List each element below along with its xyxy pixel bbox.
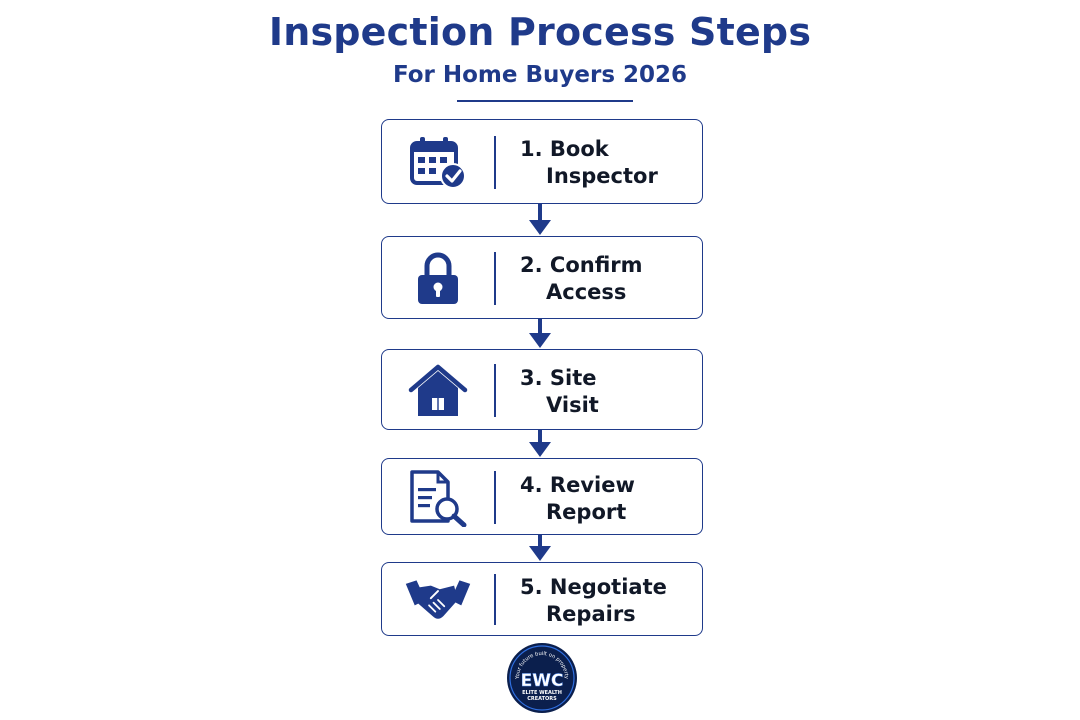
step-2-number: 2.: [520, 253, 543, 277]
subtitle-underline: [457, 100, 633, 102]
step-4-title-line2: Report: [546, 500, 627, 524]
step-5-box: 5. Negotiate Repairs: [381, 562, 703, 636]
step-divider: [494, 574, 496, 625]
step-1-label: 1. Book Inspector: [520, 136, 694, 190]
arrow-down-icon: [529, 430, 551, 457]
step-3-box: 3. Site Visit: [381, 349, 703, 430]
step-3-title-line2: Visit: [546, 393, 599, 417]
step-divider: [494, 252, 496, 305]
padlock-icon: [404, 250, 472, 307]
step-5-number: 5.: [520, 575, 543, 599]
step-4-box: 4. Review Report: [381, 458, 703, 535]
step-2-title-line2: Access: [546, 280, 627, 304]
handshake-icon: [404, 573, 472, 627]
page-subtitle: For Home Buyers 2026: [392, 62, 688, 88]
step-4-title-line1: Review: [549, 473, 635, 497]
step-3-number: 3.: [520, 366, 543, 390]
svg-text:CREATORS: CREATORS: [527, 696, 557, 702]
step-5-title-line1: Negotiate: [549, 575, 667, 599]
step-5-label: 5. Negotiate Repairs: [520, 574, 694, 628]
calendar-check-icon: [404, 134, 472, 191]
company-logo: Your future built on property EWC ELITE …: [507, 643, 577, 713]
step-divider: [494, 136, 496, 189]
page-title: Inspection Process Steps: [268, 10, 812, 54]
step-divider: [494, 364, 496, 417]
step-4-label: 4. Review Report: [520, 472, 694, 526]
step-3-label: 3. Site Visit: [520, 365, 694, 419]
document-search-icon: [404, 469, 472, 527]
step-1-number: 1.: [520, 137, 543, 161]
step-2-label: 2. Confirm Access: [520, 252, 694, 306]
step-3-title-line1: Site: [549, 366, 597, 390]
step-2-box: 2. Confirm Access: [381, 236, 703, 319]
svg-text:EWC: EWC: [521, 671, 564, 691]
step-1-box: 1. Book Inspector: [381, 119, 703, 204]
house-icon: [404, 362, 472, 419]
step-4-number: 4.: [520, 473, 543, 497]
step-divider: [494, 471, 496, 524]
step-5-title-line2: Repairs: [546, 602, 636, 626]
svg-text:ELITE WEALTH: ELITE WEALTH: [522, 690, 562, 696]
arrow-down-icon: [529, 535, 551, 561]
arrow-down-icon: [529, 204, 551, 235]
step-1-title-line1: Book: [549, 137, 609, 161]
step-2-title-line1: Confirm: [549, 253, 643, 277]
arrow-down-icon: [529, 319, 551, 348]
step-1-title-line2: Inspector: [546, 164, 658, 188]
